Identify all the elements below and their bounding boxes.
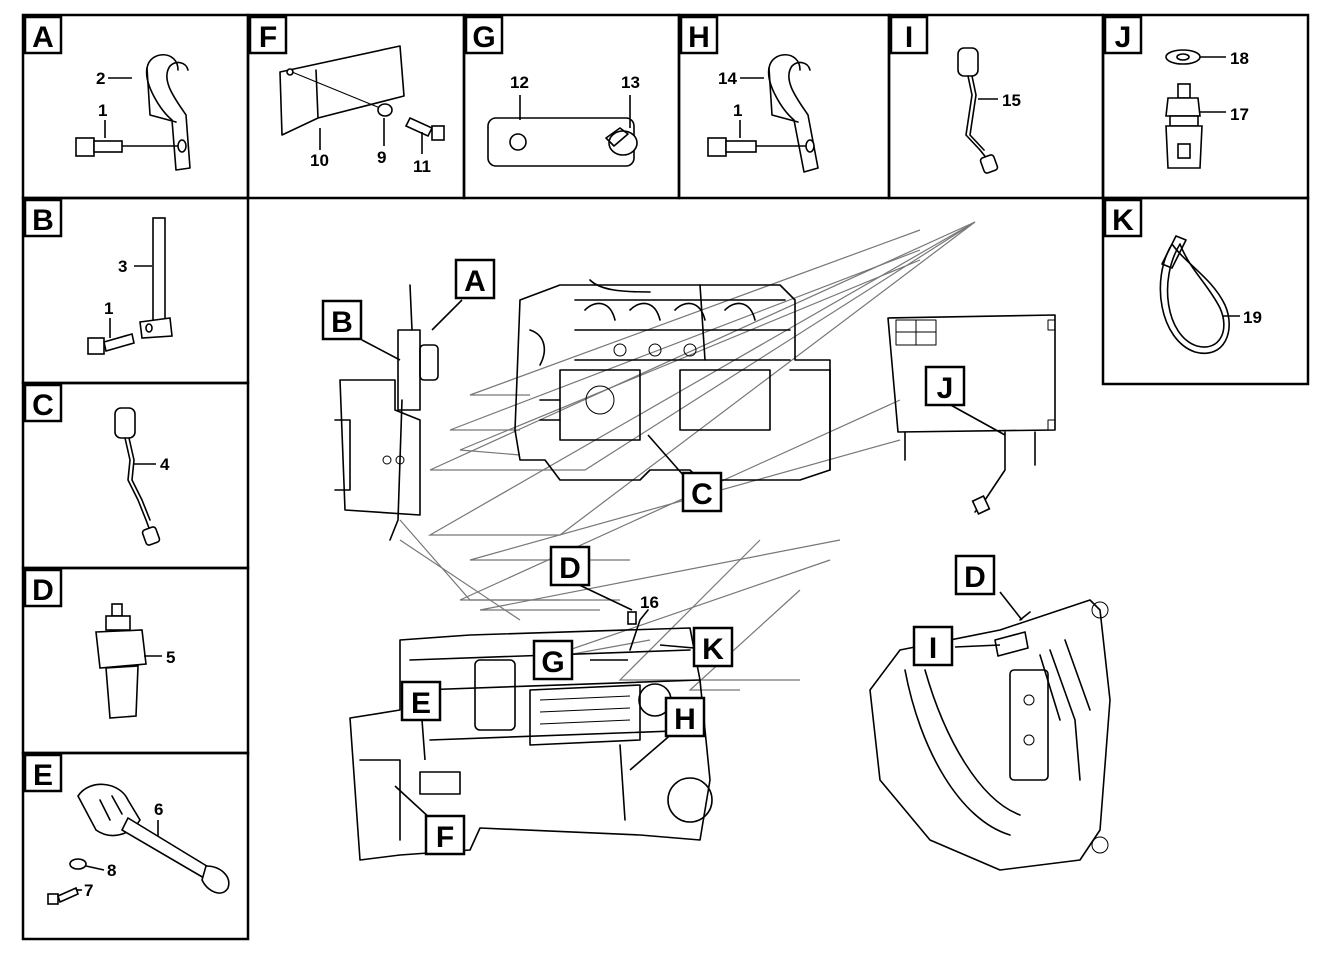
callout-A: A xyxy=(454,258,496,300)
panel-E: E 6 8 7 xyxy=(21,751,250,941)
svg-text:A: A xyxy=(464,265,486,298)
callout-B: B xyxy=(321,299,363,341)
bolt-icon xyxy=(707,137,757,157)
part-1-label-h: 1 xyxy=(733,101,742,120)
panel-A: A 2 1 xyxy=(21,13,250,200)
panel-K: K 19 xyxy=(1101,196,1310,386)
part-7-label: 7 xyxy=(84,881,93,900)
svg-text:I: I xyxy=(929,632,937,665)
part-1-label-a: 1 xyxy=(98,101,107,120)
callout-F: F xyxy=(424,814,466,856)
panel-C: C 4 xyxy=(21,381,250,570)
radiator-bracket xyxy=(334,284,439,541)
panel-D-label: D xyxy=(32,574,54,607)
bolt-icon xyxy=(404,116,445,141)
screw-icon xyxy=(47,886,79,905)
callout-I: I xyxy=(912,625,954,667)
svg-text:F: F xyxy=(436,821,454,854)
p-clamp xyxy=(767,54,819,173)
part-11-label: 11 xyxy=(413,157,431,176)
bolt-icon xyxy=(75,137,123,157)
part-5-label: 5 xyxy=(166,648,175,667)
panel-E-label: E xyxy=(33,759,53,792)
svg-text:H: H xyxy=(674,703,696,736)
panel-I-label: I xyxy=(905,21,913,54)
panel-F-label: F xyxy=(259,21,277,54)
svg-text:D: D xyxy=(964,561,986,594)
part-15-label: 15 xyxy=(1002,91,1021,110)
bolt-icon xyxy=(87,332,135,355)
svg-text:E: E xyxy=(411,687,431,720)
part-17-label: 17 xyxy=(1230,105,1249,124)
panel-A-label: A xyxy=(32,21,54,54)
callout-D-rear: D xyxy=(954,554,996,596)
panel-J: J 18 17 xyxy=(1101,13,1310,200)
callout-K: K xyxy=(692,626,734,668)
part-6-label: 6 xyxy=(154,800,163,819)
panel-G: G 12 13 xyxy=(462,13,681,200)
callout-G: G xyxy=(532,639,574,681)
panel-K-label: K xyxy=(1112,204,1134,237)
part-14-label: 14 xyxy=(718,69,737,88)
svg-text:B: B xyxy=(331,306,353,339)
panel-H-label: H xyxy=(688,21,710,54)
callout-C: C xyxy=(681,471,723,513)
bracket-strip xyxy=(139,217,173,339)
engine-rear-view xyxy=(869,599,1111,871)
callout-E: E xyxy=(400,680,442,722)
part-19-label: 19 xyxy=(1243,308,1262,327)
panel-B: B 3 1 xyxy=(21,196,250,385)
part-10-label: 10 xyxy=(310,151,329,170)
svg-text:D: D xyxy=(559,552,581,585)
part-2-label: 2 xyxy=(96,69,105,88)
part-18-label: 18 xyxy=(1230,49,1249,68)
svg-text:J: J xyxy=(937,372,954,405)
part-16-label: 16 xyxy=(640,593,659,612)
pressure-sensor xyxy=(95,603,147,719)
panel-H: H 14 1 xyxy=(677,13,891,200)
panel-G-label: G xyxy=(472,21,495,54)
part-9-label: 9 xyxy=(377,148,386,167)
panel-C-label: C xyxy=(32,389,54,422)
panel-F: F 10 9 11 xyxy=(246,13,466,200)
callout-J: J xyxy=(924,365,966,407)
part-8-label: 8 xyxy=(107,861,116,880)
svg-text:K: K xyxy=(702,633,724,666)
ecu-module xyxy=(887,314,1056,513)
cable-tie xyxy=(1159,235,1230,355)
engine-bottom-view xyxy=(349,609,713,861)
svg-text:G: G xyxy=(541,646,564,679)
shutdown-solenoid xyxy=(77,783,230,894)
part-4-label: 4 xyxy=(160,455,170,474)
temperature-sender xyxy=(1165,83,1203,169)
part-12-label: 12 xyxy=(510,73,529,92)
part-3-label: 3 xyxy=(118,257,127,276)
svg-text:C: C xyxy=(691,478,713,511)
callout-D-main: D xyxy=(549,545,591,587)
main-view: 16 A B C J D G K xyxy=(321,221,1111,871)
p-clamp xyxy=(145,54,191,171)
sensor-cable xyxy=(114,407,161,546)
panel-B-label: B xyxy=(32,204,54,237)
bracket-plate xyxy=(279,45,405,136)
part-13-label: 13 xyxy=(621,73,640,92)
sensor-cable xyxy=(957,47,999,174)
panel-D: D 5 xyxy=(21,566,250,755)
part-1-label-b: 1 xyxy=(104,299,113,318)
panel-J-label: J xyxy=(1115,21,1132,54)
callout-H: H xyxy=(664,696,706,738)
panel-I: I 15 xyxy=(887,13,1105,200)
